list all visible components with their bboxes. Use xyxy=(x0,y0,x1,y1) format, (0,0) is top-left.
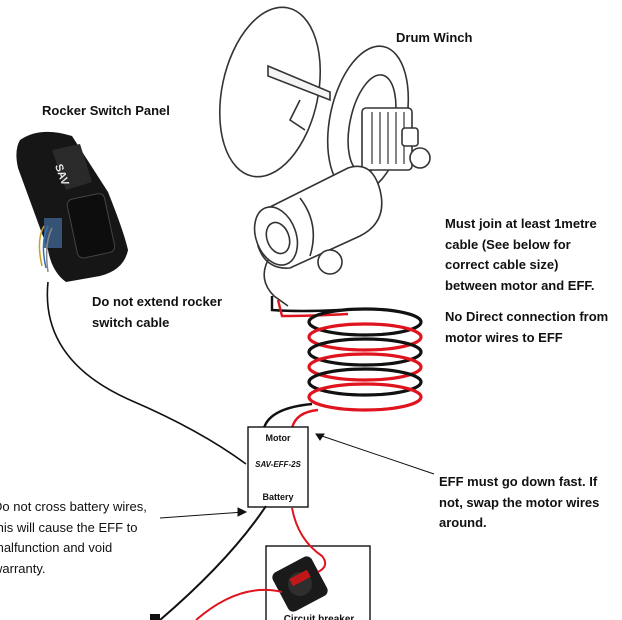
coiled-cable xyxy=(307,307,423,412)
battery-terminal xyxy=(150,614,160,620)
breaker-label: Circuit breaker xyxy=(283,614,355,620)
motor-leads xyxy=(270,296,349,318)
note-eff-fast: EFF must go down fast. If not, swap the … xyxy=(439,474,600,530)
circuit-breaker xyxy=(272,556,328,612)
eff-model-label: SAV-EFF-2S xyxy=(255,460,301,469)
breaker-to-battery-wire xyxy=(195,588,283,620)
eff-battery-label: Battery xyxy=(262,492,294,502)
note-rocker-cable: Do not extend rocker switch cable xyxy=(92,294,223,330)
eff-box xyxy=(247,426,309,508)
note-battery-warning: Do not cross battery wires, this will ca… xyxy=(0,499,147,576)
battery-positive-wire xyxy=(291,507,327,573)
pointer-arrows xyxy=(159,433,435,519)
battery-negative-wire xyxy=(159,505,267,620)
note-no-direct: No Direct connection from motor wires to… xyxy=(445,309,609,345)
rocker-panel-label: Rocker Switch Panel xyxy=(42,103,170,118)
note-join-cable: Must join at least 1metre cable (See bel… xyxy=(445,216,597,293)
coil-tail-positive xyxy=(290,408,319,429)
rocker-switch-panel xyxy=(16,131,128,282)
rocker-cable xyxy=(46,281,247,465)
drum-winch-label: Drum Winch xyxy=(396,30,473,45)
coil-tail-negative xyxy=(262,402,313,429)
eff-motor-label: Motor xyxy=(265,433,291,443)
drum-winch xyxy=(218,6,431,307)
